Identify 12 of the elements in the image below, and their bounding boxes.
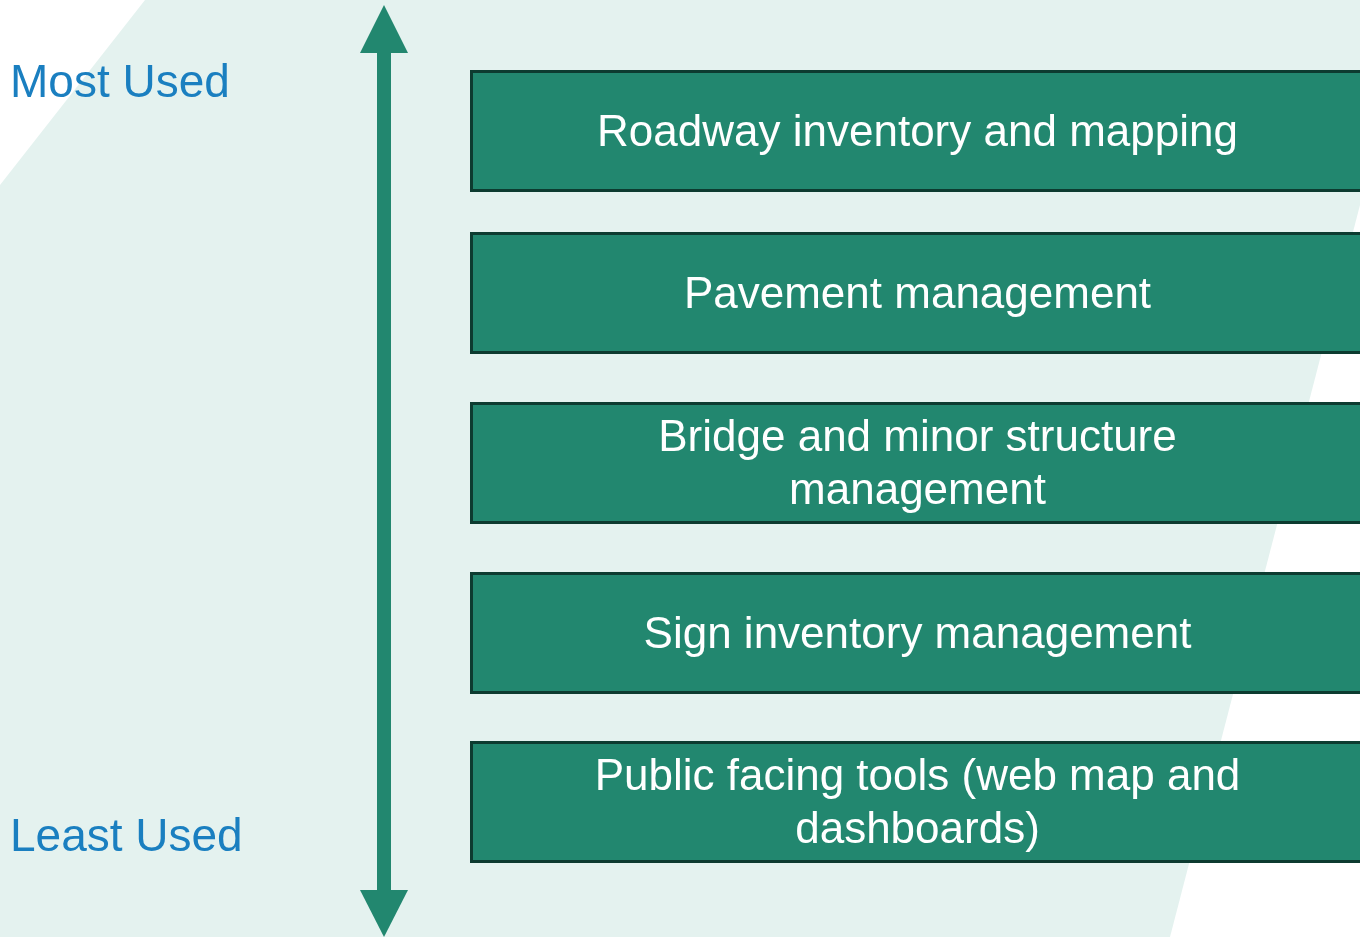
category-box xyxy=(470,402,1360,524)
category-box xyxy=(470,572,1360,694)
category-label: Public facing tools (web map and dashboards) xyxy=(593,749,1242,854)
category-label: Pavement management xyxy=(683,266,1152,319)
scale-label: Least Used xyxy=(10,808,243,862)
scale-label: Most Used xyxy=(10,54,230,108)
category-label: Roadway inventory and mapping xyxy=(597,104,1238,157)
category-box xyxy=(470,70,1360,192)
category-box xyxy=(470,232,1360,354)
category-label: Bridge and minor structure management xyxy=(657,410,1178,515)
category-label: Sign inventory management xyxy=(643,606,1192,659)
category-box xyxy=(470,741,1360,863)
